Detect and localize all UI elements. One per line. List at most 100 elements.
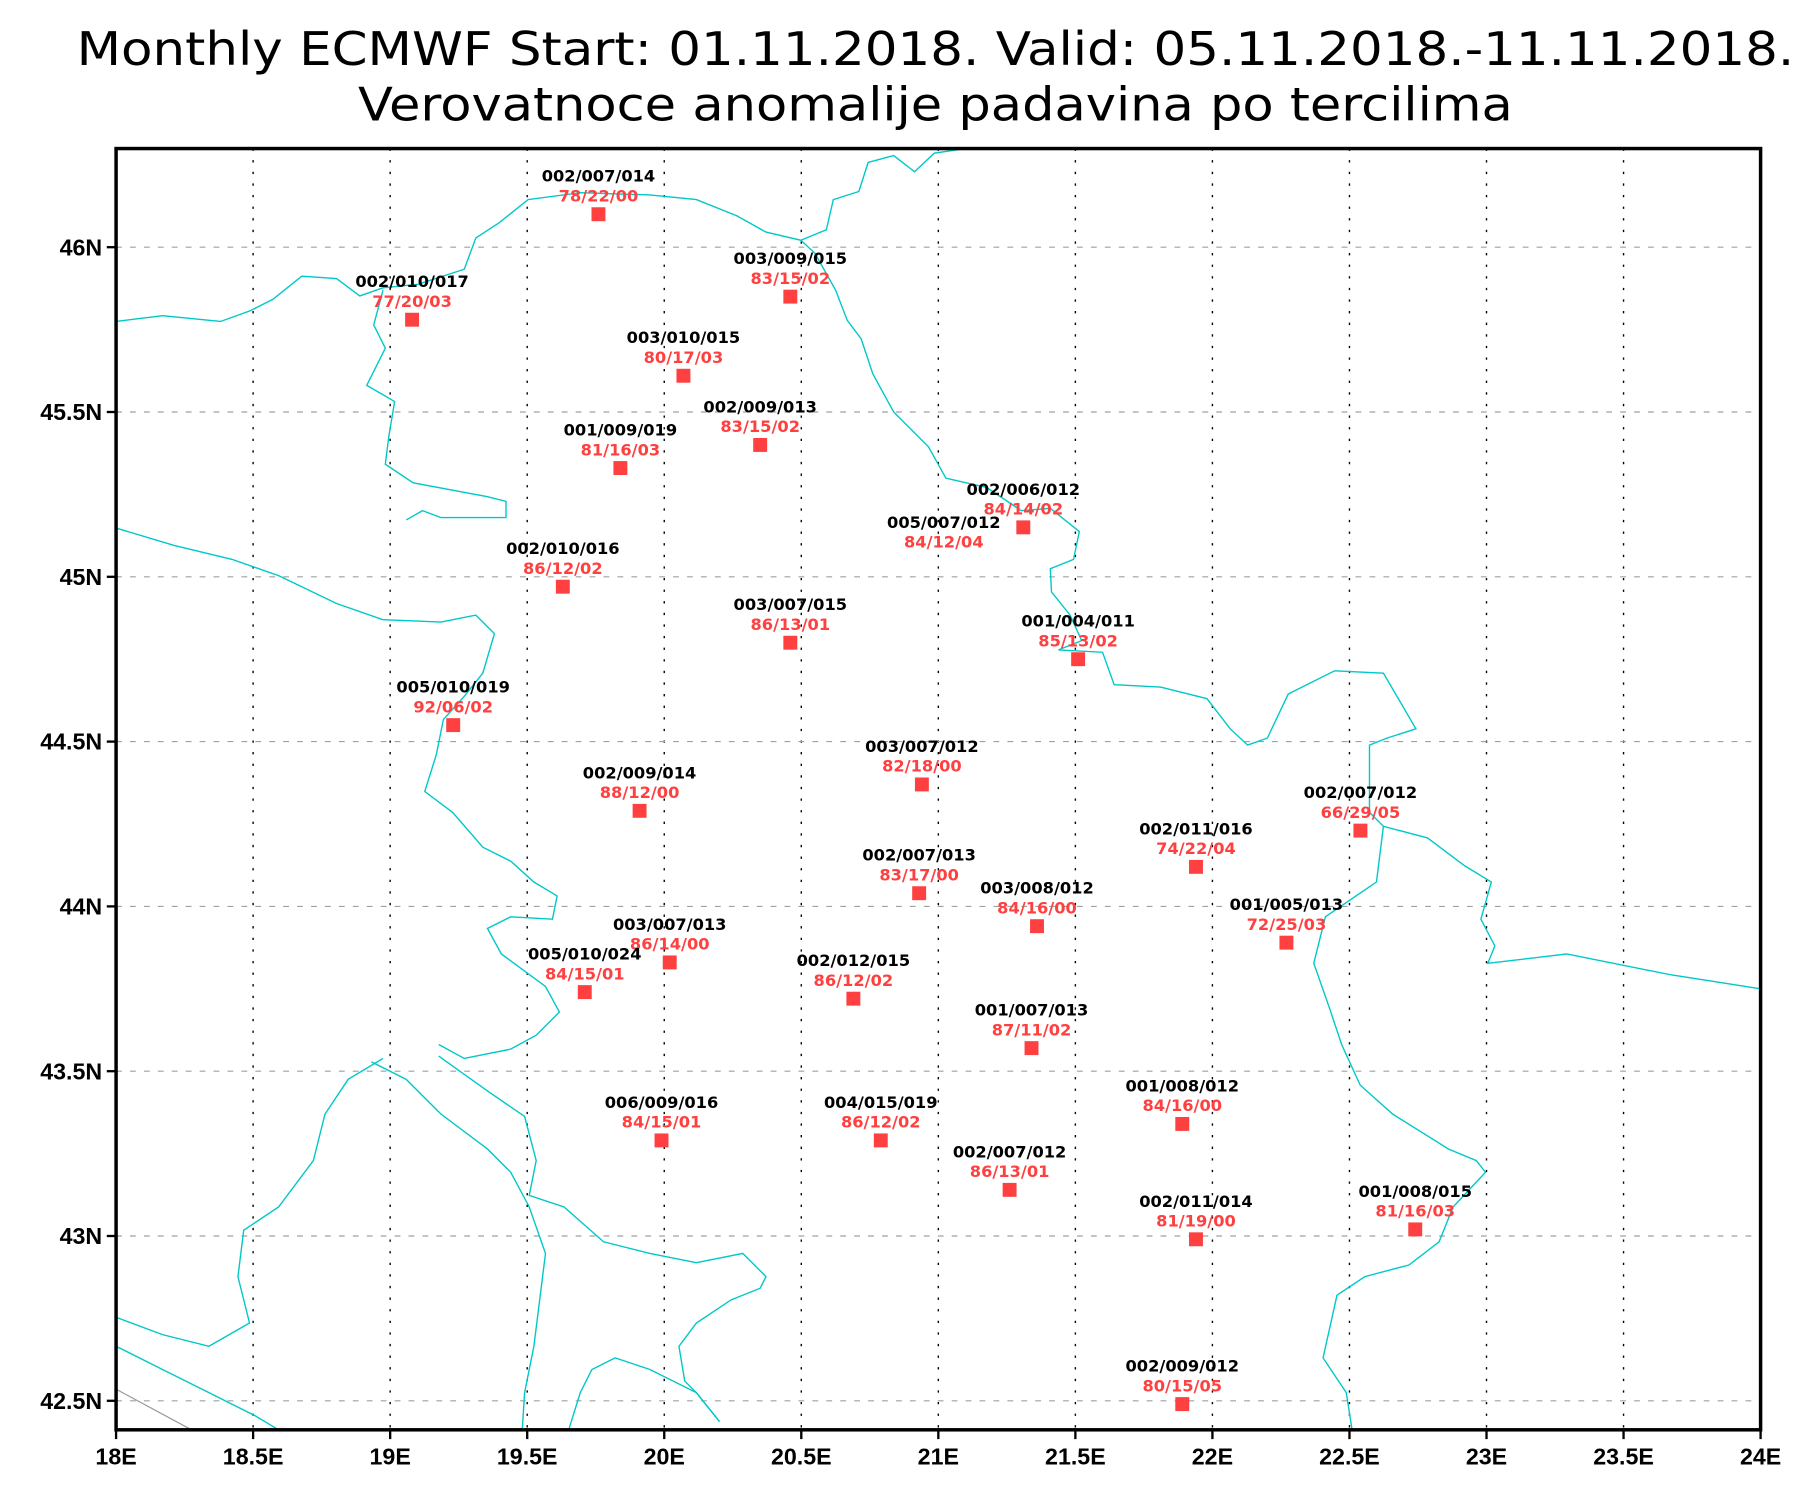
tercile-probability-label: 66/29/05 xyxy=(1321,803,1401,822)
station-code-label: 003/009/015 xyxy=(734,249,848,268)
station-code-label: 002/010/016 xyxy=(506,539,620,558)
border-line xyxy=(438,1055,767,1423)
station-marker xyxy=(846,991,861,1006)
station-marker xyxy=(662,955,677,970)
station-code-label: 005/010/019 xyxy=(396,678,510,697)
tercile-probability-label: 87/11/02 xyxy=(992,1020,1072,1039)
station-code-label: 005/010/024 xyxy=(528,945,642,964)
station-marker xyxy=(591,207,606,222)
station-marker xyxy=(1189,1232,1203,1247)
station-marker xyxy=(914,777,929,792)
tercile-probability-label: 74/22/04 xyxy=(1156,839,1236,858)
station-code-label: 001/007/013 xyxy=(975,1001,1089,1020)
tercile-probability-label: 86/13/01 xyxy=(751,615,831,634)
y-tick-label: 44.5N xyxy=(40,729,102,755)
station-code-label: 002/010/017 xyxy=(355,272,469,291)
station-marker xyxy=(1071,652,1086,667)
tercile-probability-label: 92/06/02 xyxy=(413,697,493,716)
border-line xyxy=(1313,826,1487,1430)
station-code-label: 003/007/015 xyxy=(734,595,848,614)
map-title-line2: Verovatnoce anomalije padavina po tercil… xyxy=(358,78,1513,132)
station-markers: 002/007/01478/22/00002/010/01777/20/0300… xyxy=(355,167,1472,1412)
x-tick-label: 22.5E xyxy=(1319,1444,1380,1470)
station-marker xyxy=(1408,1222,1423,1237)
tercile-probability-label: 86/13/01 xyxy=(970,1162,1050,1181)
station-code-label: 002/011/014 xyxy=(1139,1192,1253,1211)
tercile-probability-label: 78/22/00 xyxy=(559,186,639,205)
station-marker xyxy=(1175,1397,1190,1412)
y-tick-label: 45N xyxy=(60,564,103,590)
station-marker xyxy=(1189,859,1203,874)
border-line xyxy=(115,527,561,1060)
station-marker xyxy=(783,635,798,650)
station-marker xyxy=(613,461,628,475)
station-code-label: 002/007/012 xyxy=(953,1142,1067,1161)
tercile-probability-label: 81/16/03 xyxy=(581,440,661,459)
station-code-label: 003/007/013 xyxy=(613,915,727,934)
station-code-label: 003/007/012 xyxy=(865,737,979,756)
grid-lines xyxy=(116,148,1761,1430)
border-line xyxy=(115,147,966,323)
station-marker xyxy=(1175,1116,1190,1131)
x-tick-label: 24E xyxy=(1740,1444,1781,1470)
y-tick-label: 43N xyxy=(60,1223,103,1249)
station-marker xyxy=(654,1133,669,1148)
y-tick-label: 42.5N xyxy=(40,1388,102,1414)
border-line xyxy=(371,1061,547,1430)
x-tick-label: 19E xyxy=(370,1444,411,1470)
tercile-probability-label: 88/12/00 xyxy=(600,783,680,802)
border-line xyxy=(800,239,1417,827)
tercile-probability-label: 84/12/04 xyxy=(904,533,984,552)
tercile-probability-label: 86/12/02 xyxy=(814,971,894,990)
station-code-label: 002/007/012 xyxy=(1304,783,1418,802)
y-tick-label: 43.5N xyxy=(40,1058,102,1084)
y-tick-label: 46N xyxy=(60,234,103,260)
station-code-label: 003/010/015 xyxy=(627,328,741,347)
x-tick-label: 20.5E xyxy=(771,1444,832,1470)
tercile-probability-label: 83/17/00 xyxy=(879,865,959,884)
border-line xyxy=(115,1388,192,1431)
station-marker xyxy=(1030,919,1044,934)
station-marker xyxy=(1279,935,1294,950)
x-tick-label: 20E xyxy=(644,1444,685,1470)
tercile-probability-label: 83/15/02 xyxy=(720,417,800,436)
station-marker xyxy=(873,1133,888,1148)
tercile-probability-label: 86/12/02 xyxy=(841,1113,921,1132)
x-tick-label: 18E xyxy=(95,1444,136,1470)
station-marker xyxy=(676,368,691,383)
station-marker xyxy=(405,312,420,327)
x-tick-label: 22E xyxy=(1192,1444,1233,1470)
tercile-probability-label: 82/18/00 xyxy=(882,757,962,776)
station-marker xyxy=(632,803,647,818)
tercile-probability-label: 83/15/02 xyxy=(751,269,831,288)
station-code-label: 002/006/012 xyxy=(967,480,1081,499)
tercile-probability-label: 85/13/02 xyxy=(1038,631,1118,650)
tercile-probability-label: 72/25/03 xyxy=(1247,915,1327,934)
station-code-label: 002/012/015 xyxy=(797,951,911,970)
station-code-label: 002/007/013 xyxy=(862,846,976,865)
station-marker xyxy=(1024,1041,1039,1056)
station-code-label: 002/007/014 xyxy=(542,167,656,186)
station-marker xyxy=(783,289,798,304)
